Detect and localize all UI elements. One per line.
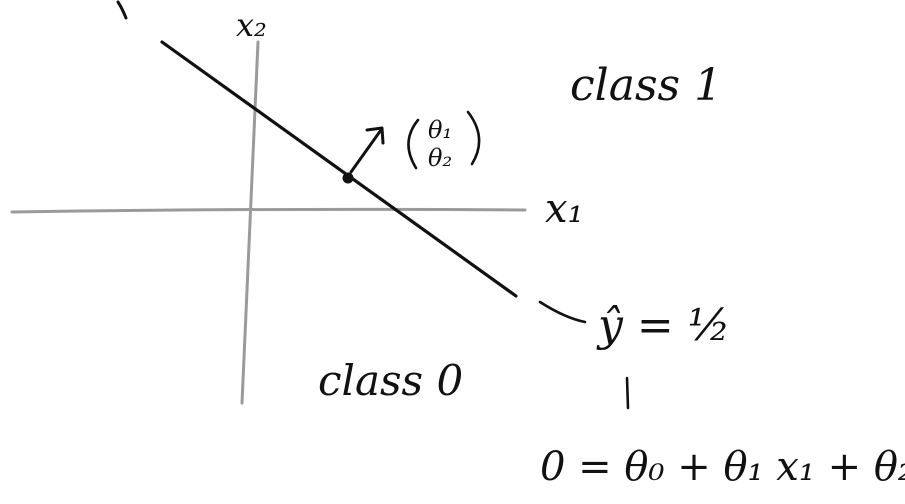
x1-axis [10,207,527,214]
x2-axis-label: x₂ [236,6,267,44]
arrow-head-icon [365,126,385,145]
x2-axis [240,40,260,405]
theta1-label: θ₁ [428,116,452,144]
theta2-label: θ₂ [428,144,452,172]
decision-boundary-line [160,40,518,298]
class-0-label: class 0 [318,356,463,405]
left-paren [407,118,420,170]
edge-stroke [116,0,128,20]
x1-axis-label: x₁ [545,186,584,232]
boundary-label: ŷ = ½ [596,300,730,351]
class-1-label: class 1 [570,60,722,111]
boundary-label-connector [538,300,587,324]
boundary-equation: 0 = θ₀ + θ₁ x₁ + θ₂ x₂ [540,444,905,490]
boundary-point [342,172,354,184]
normal-vector-arrow [349,128,383,174]
right-paren [466,110,481,166]
equation-connector [625,376,630,410]
